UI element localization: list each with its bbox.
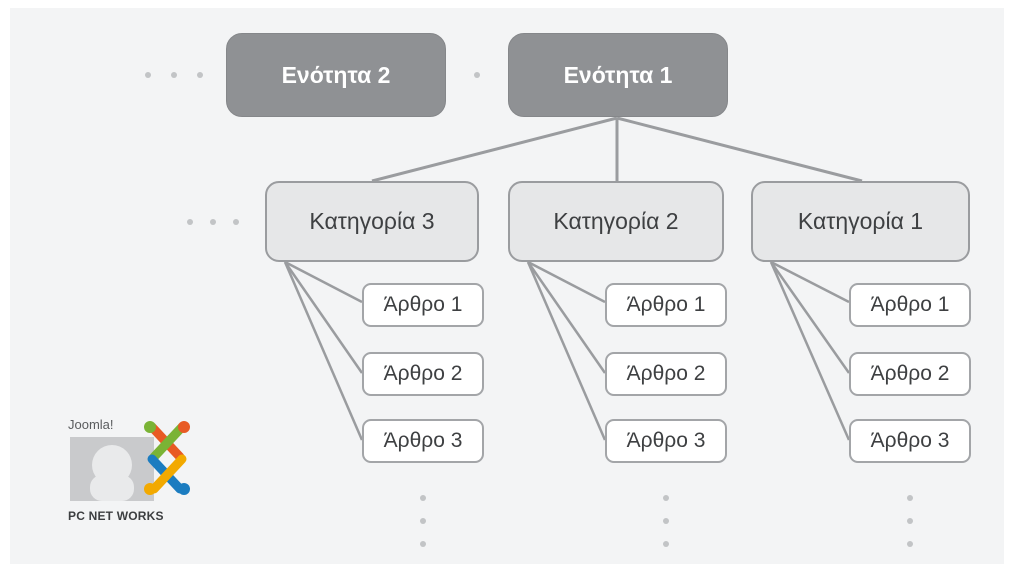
joomla-brand-text: Joomla! — [68, 417, 114, 432]
article-label: Άρθρο 2 — [626, 362, 706, 385]
ellipsis-dot — [420, 518, 426, 524]
article-label: Άρθρο 2 — [383, 362, 463, 385]
ellipsis-dot — [420, 541, 426, 547]
article-node: Άρθρο 3 — [849, 419, 971, 463]
ellipsis-dot — [663, 495, 669, 501]
article-node: Άρθρο 2 — [605, 352, 727, 396]
category-node-1: Κατηγορία 1 — [751, 181, 970, 262]
article-node: Άρθρο 2 — [362, 352, 484, 396]
connector-cat2-art3 — [526, 261, 607, 441]
article-label: Άρθρο 1 — [383, 293, 463, 316]
article-node: Άρθρο 1 — [605, 283, 727, 327]
connector-cat2-art1 — [527, 260, 606, 304]
connector-cat3-art2 — [283, 261, 364, 374]
article-node: Άρθρο 3 — [362, 419, 484, 463]
article-node: Άρθρο 1 — [849, 283, 971, 327]
connector-cat3-art3 — [283, 261, 364, 441]
ellipsis-dot — [907, 495, 913, 501]
section-node-2: Ενότητα 2 — [226, 33, 446, 117]
ellipsis-dot — [907, 518, 913, 524]
category-label: Κατηγορία 1 — [797, 208, 924, 234]
article-label: Άρθρο 3 — [626, 429, 706, 452]
article-node: Άρθρο 2 — [849, 352, 971, 396]
connector-section-category-1 — [616, 116, 863, 183]
category-label: Κατηγορία 3 — [309, 208, 435, 234]
connector-cat2-art2 — [526, 261, 607, 374]
ellipsis-dot — [187, 219, 193, 225]
ellipsis-dot — [233, 219, 239, 225]
connector-section-category-3 — [371, 116, 618, 183]
section-node-1: Ενότητα 1 — [508, 33, 728, 117]
company-logo: Joomla! PC NET WORKS — [68, 413, 198, 531]
ellipsis-dot — [420, 495, 426, 501]
ellipsis-dot — [145, 72, 151, 78]
article-label: Άρθρο 3 — [383, 429, 463, 452]
ellipsis-dot — [171, 72, 177, 78]
ellipsis-dot — [663, 541, 669, 547]
ellipsis-dot — [663, 518, 669, 524]
connector-cat1-art2 — [769, 261, 851, 374]
category-node-3: Κατηγορία 3 — [265, 181, 479, 262]
section-label: Ενότητα 2 — [281, 61, 391, 88]
ellipsis-dot — [907, 541, 913, 547]
ellipsis-dot — [474, 72, 480, 78]
connector-cat3-art1 — [284, 260, 363, 304]
ellipsis-dot — [197, 72, 203, 78]
company-name: PC NET WORKS — [68, 509, 164, 523]
ellipsis-dot — [210, 219, 216, 225]
category-label: Κατηγορία 2 — [553, 208, 679, 234]
connector-cat1-art3 — [769, 261, 851, 441]
article-node: Άρθρο 3 — [605, 419, 727, 463]
article-label: Άρθρο 2 — [870, 362, 950, 385]
joomla-logo-icon — [70, 421, 190, 501]
section-label: Ενότητα 1 — [563, 61, 673, 88]
article-label: Άρθρο 1 — [626, 293, 706, 316]
article-node: Άρθρο 1 — [362, 283, 484, 327]
category-node-2: Κατηγορία 2 — [508, 181, 724, 262]
article-label: Άρθρο 3 — [870, 429, 950, 452]
article-label: Άρθρο 1 — [870, 293, 950, 316]
connector-cat1-art1 — [770, 260, 850, 304]
